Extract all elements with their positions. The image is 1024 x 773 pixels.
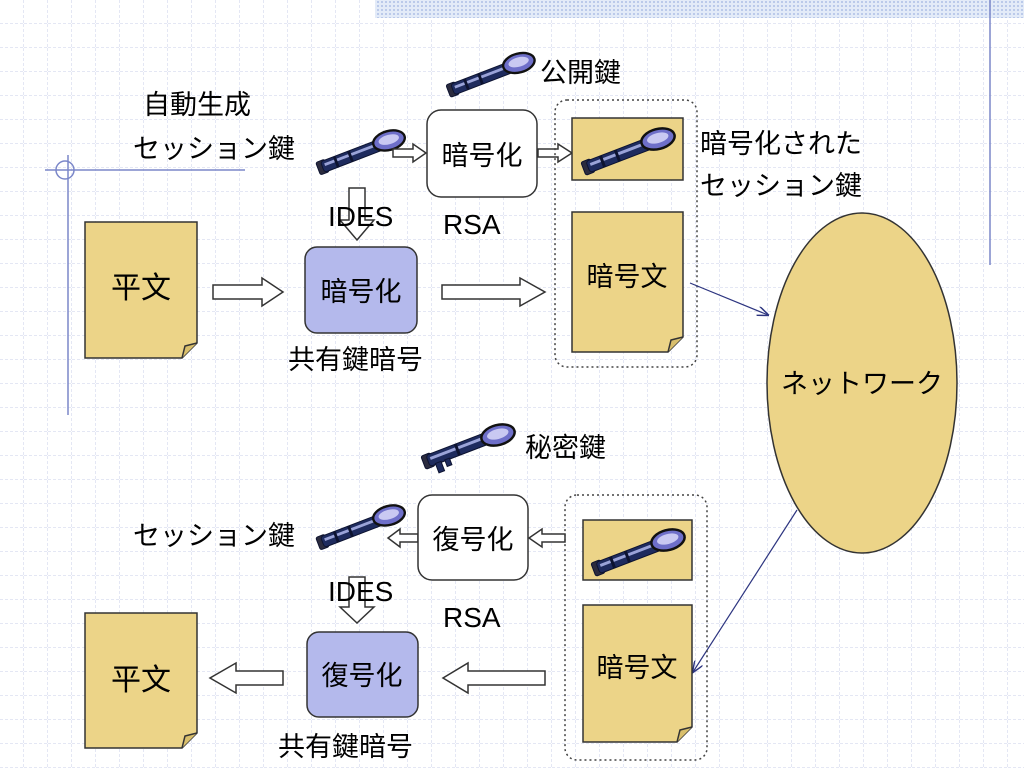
network-label: ネットワーク — [781, 369, 943, 400]
received-ciphertext-document-fold — [676, 726, 693, 743]
decrypted-plaintext-document-fold — [181, 732, 198, 749]
ides-label: IDES — [328, 201, 393, 232]
session-key-label: セッション鍵 — [133, 134, 295, 165]
symmetric-decrypt-label: 復号化 — [322, 661, 403, 692]
rsa-label: RSA — [443, 209, 501, 240]
symmetric-encrypt-label: 暗号化 — [321, 277, 402, 308]
arrow-symmetric-to-plaintext — [208, 661, 284, 695]
received-ciphertext-label: 暗号文 — [597, 653, 678, 684]
network-ellipse — [766, 212, 958, 554]
arrow-network-to-ciphertext — [693, 509, 798, 672]
private-key-label: 秘密鍵 — [525, 433, 606, 464]
arrow-plaintext-to-symmetric — [212, 276, 285, 308]
arrow-key-to-rsa — [392, 142, 428, 164]
arrow-symmetric-to-ciphertext — [441, 276, 547, 308]
arrow-ciphertext-to-network — [689, 282, 768, 315]
decrypt-symmetric-caption: 共有鍵暗号 — [278, 732, 413, 763]
arrow-rsa-to-encrypted-key — [537, 142, 574, 164]
arrow-ciphertext-to-symmetric — [441, 661, 546, 695]
arrow-key-to-symmetric — [338, 187, 376, 242]
received-container — [564, 494, 708, 761]
symmetric-encrypt-box — [304, 246, 418, 334]
encrypted-session-key-label-2: セッション鍵 — [700, 171, 862, 202]
plaintext-document-fold — [181, 342, 198, 359]
ciphertext-label: 暗号文 — [587, 262, 668, 293]
arrow-encrypted-key-to-rsa — [527, 527, 566, 549]
arrow-session-key-to-symmetric — [338, 576, 376, 625]
ciphertext-document-fold — [667, 336, 684, 353]
encrypted-output-container — [554, 99, 698, 368]
encrypted-session-key-label-1: 暗号化された — [700, 129, 862, 160]
decor-circle — [55, 160, 75, 180]
rsa-encrypt-label: 暗号化 — [442, 141, 523, 172]
rsa-decrypt-label: 復号化 — [433, 525, 514, 556]
symmetric-caption: 共有鍵暗号 — [288, 345, 423, 376]
header-band — [375, 0, 1024, 18]
public-key-label: 公開鍵 — [540, 58, 621, 89]
arrow-rsa-to-session-key — [386, 527, 419, 549]
symmetric-decrypt-box — [306, 631, 419, 718]
decrypted-session-key-label: セッション鍵 — [133, 521, 295, 552]
decrypt-ides-label: IDES — [328, 576, 393, 607]
rsa-encrypt-box — [426, 109, 538, 198]
plaintext-label: 平文 — [111, 271, 171, 306]
decrypt-rsa-label: RSA — [443, 602, 501, 633]
auto-generated-label: 自動生成 — [143, 90, 251, 121]
rsa-decrypt-box — [417, 494, 529, 581]
decrypted-plaintext-label: 平文 — [111, 663, 171, 698]
